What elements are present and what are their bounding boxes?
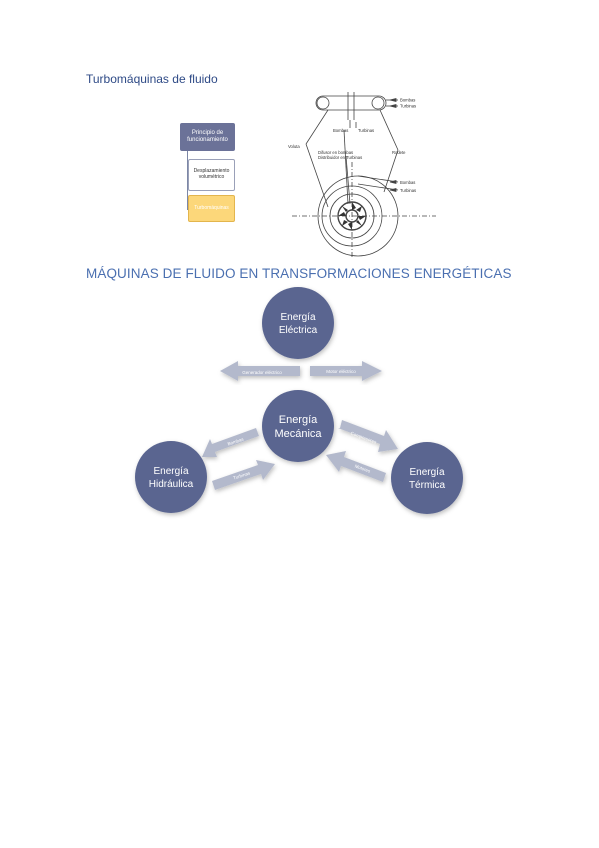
label-difusor: Difusor en bombas xyxy=(318,150,353,155)
section-title: Turbomáquinas de fluido xyxy=(86,72,218,86)
energy-heading: MÁQUINAS DE FLUIDO EN TRANSFORMACIONES E… xyxy=(86,266,512,281)
turbomachine-drawing: Bombas Turbinas Bombas Turbinas Voluta R… xyxy=(288,92,436,258)
circle-hidraulica: Energía Hidráulica xyxy=(135,441,207,513)
label-voluta: Voluta xyxy=(288,144,300,149)
label-turbinas-low: Turbinas xyxy=(400,188,416,193)
circle-electrica: Energía Eléctrica xyxy=(262,287,334,359)
label-bombas-low: Bombas xyxy=(400,180,415,185)
label-distribuidor: Distribuidor en Turbinas xyxy=(318,155,362,160)
circle-termica: Energía Térmica xyxy=(391,442,463,514)
energy-diagram: Generador eléctrico Motor eléctrico Bomb… xyxy=(135,287,463,514)
scheme-connector xyxy=(187,150,188,210)
scheme-volumetric-box: Desplazamiento volumétrico xyxy=(188,159,235,191)
scheme-root-box: Principio de funcionamiento xyxy=(180,123,235,151)
arrow-turbinas: Turbinas xyxy=(212,460,275,490)
scheme-turbo-box: Turbomáquinas xyxy=(188,195,235,222)
label-bombas-mid: Bombas xyxy=(333,128,348,133)
circle-mecanica: Energía Mecánica xyxy=(262,390,334,462)
arrow-motores: Motores xyxy=(326,451,386,482)
label-turbinas-top: Turbinas xyxy=(400,104,416,109)
arrow-compresores: Compresores xyxy=(338,420,398,452)
arrow-motor: Motor eléctrico xyxy=(310,361,382,381)
label-turbinas-mid: Turbinas xyxy=(358,128,374,133)
label-bombas-top: Bombas xyxy=(400,98,415,103)
label-rodete: Rodete xyxy=(392,150,406,155)
arrow-generador: Generador eléctrico xyxy=(220,361,300,381)
arrow-bombas: Bombas xyxy=(202,428,259,457)
